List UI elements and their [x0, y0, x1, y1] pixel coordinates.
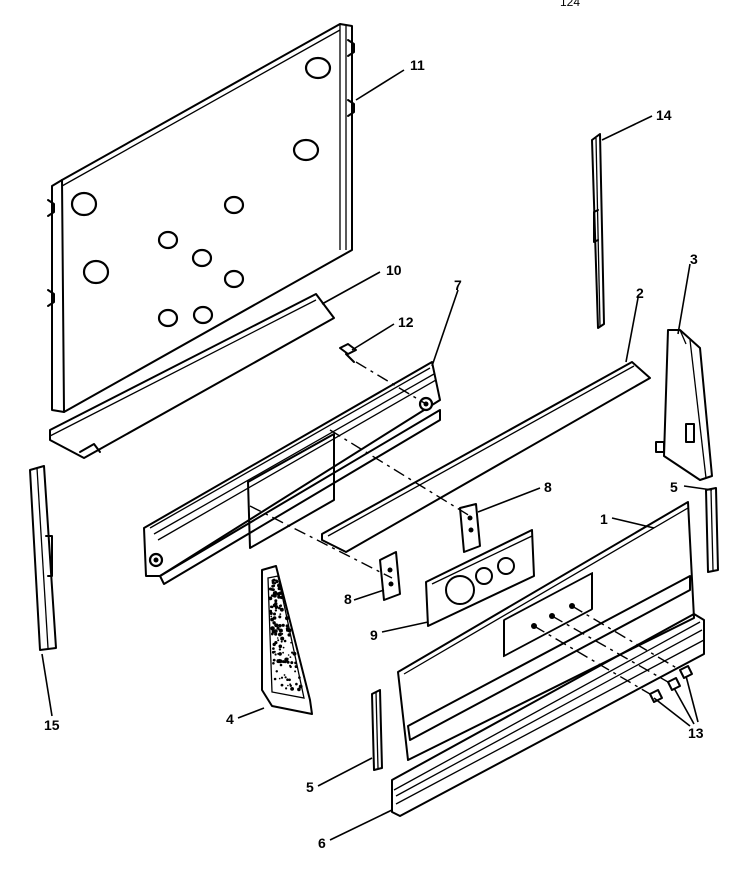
- callout-8-lower: 8: [344, 591, 352, 607]
- callout-7: 7: [454, 277, 462, 293]
- callout-12: 12: [398, 314, 414, 330]
- callout-5-left: 5: [306, 779, 314, 795]
- callout-6: 6: [318, 835, 326, 851]
- part-5-trim-left: [371, 689, 383, 771]
- callout-2: 2: [636, 285, 644, 301]
- callout-13: 13: [688, 725, 704, 741]
- part-13-knobs: [649, 665, 693, 703]
- part-1-front-panel: [397, 501, 695, 761]
- callout-15: 15: [44, 717, 60, 733]
- callout-4: 4: [226, 711, 234, 727]
- callout-1: 1: [600, 511, 608, 527]
- part-9-control-bezel: [425, 529, 535, 627]
- alignment-lines: [249, 361, 681, 695]
- part-6-front-rail: [391, 613, 705, 817]
- part-11-back-panel: [47, 23, 355, 413]
- callout-5-right: 5: [670, 479, 678, 495]
- callout-14: 14: [656, 107, 672, 123]
- part-14-vertical-trim: [591, 133, 605, 329]
- callout-9: 9: [370, 627, 378, 643]
- callout-11: 11: [410, 57, 425, 73]
- callout-10: 10: [386, 262, 402, 278]
- part-10-trim-strip: [49, 293, 335, 459]
- part-4-insulation-panel: [261, 565, 313, 715]
- part-7-channel: [143, 361, 441, 585]
- callout-3: 3: [690, 251, 698, 267]
- part-12-screw: [339, 343, 357, 363]
- part-3-end-cap: [655, 329, 713, 481]
- leader-lines: [41, 69, 713, 841]
- part-8-bracket-upper: [459, 503, 481, 553]
- part-2-trim: [321, 361, 651, 553]
- cropped-header-text: 124: [560, 0, 580, 9]
- part-5-trim-right: [705, 487, 719, 573]
- part-15-vertical-trim: [29, 465, 57, 651]
- callout-8-upper: 8: [544, 479, 552, 495]
- part-8-bracket-lower: [379, 551, 401, 601]
